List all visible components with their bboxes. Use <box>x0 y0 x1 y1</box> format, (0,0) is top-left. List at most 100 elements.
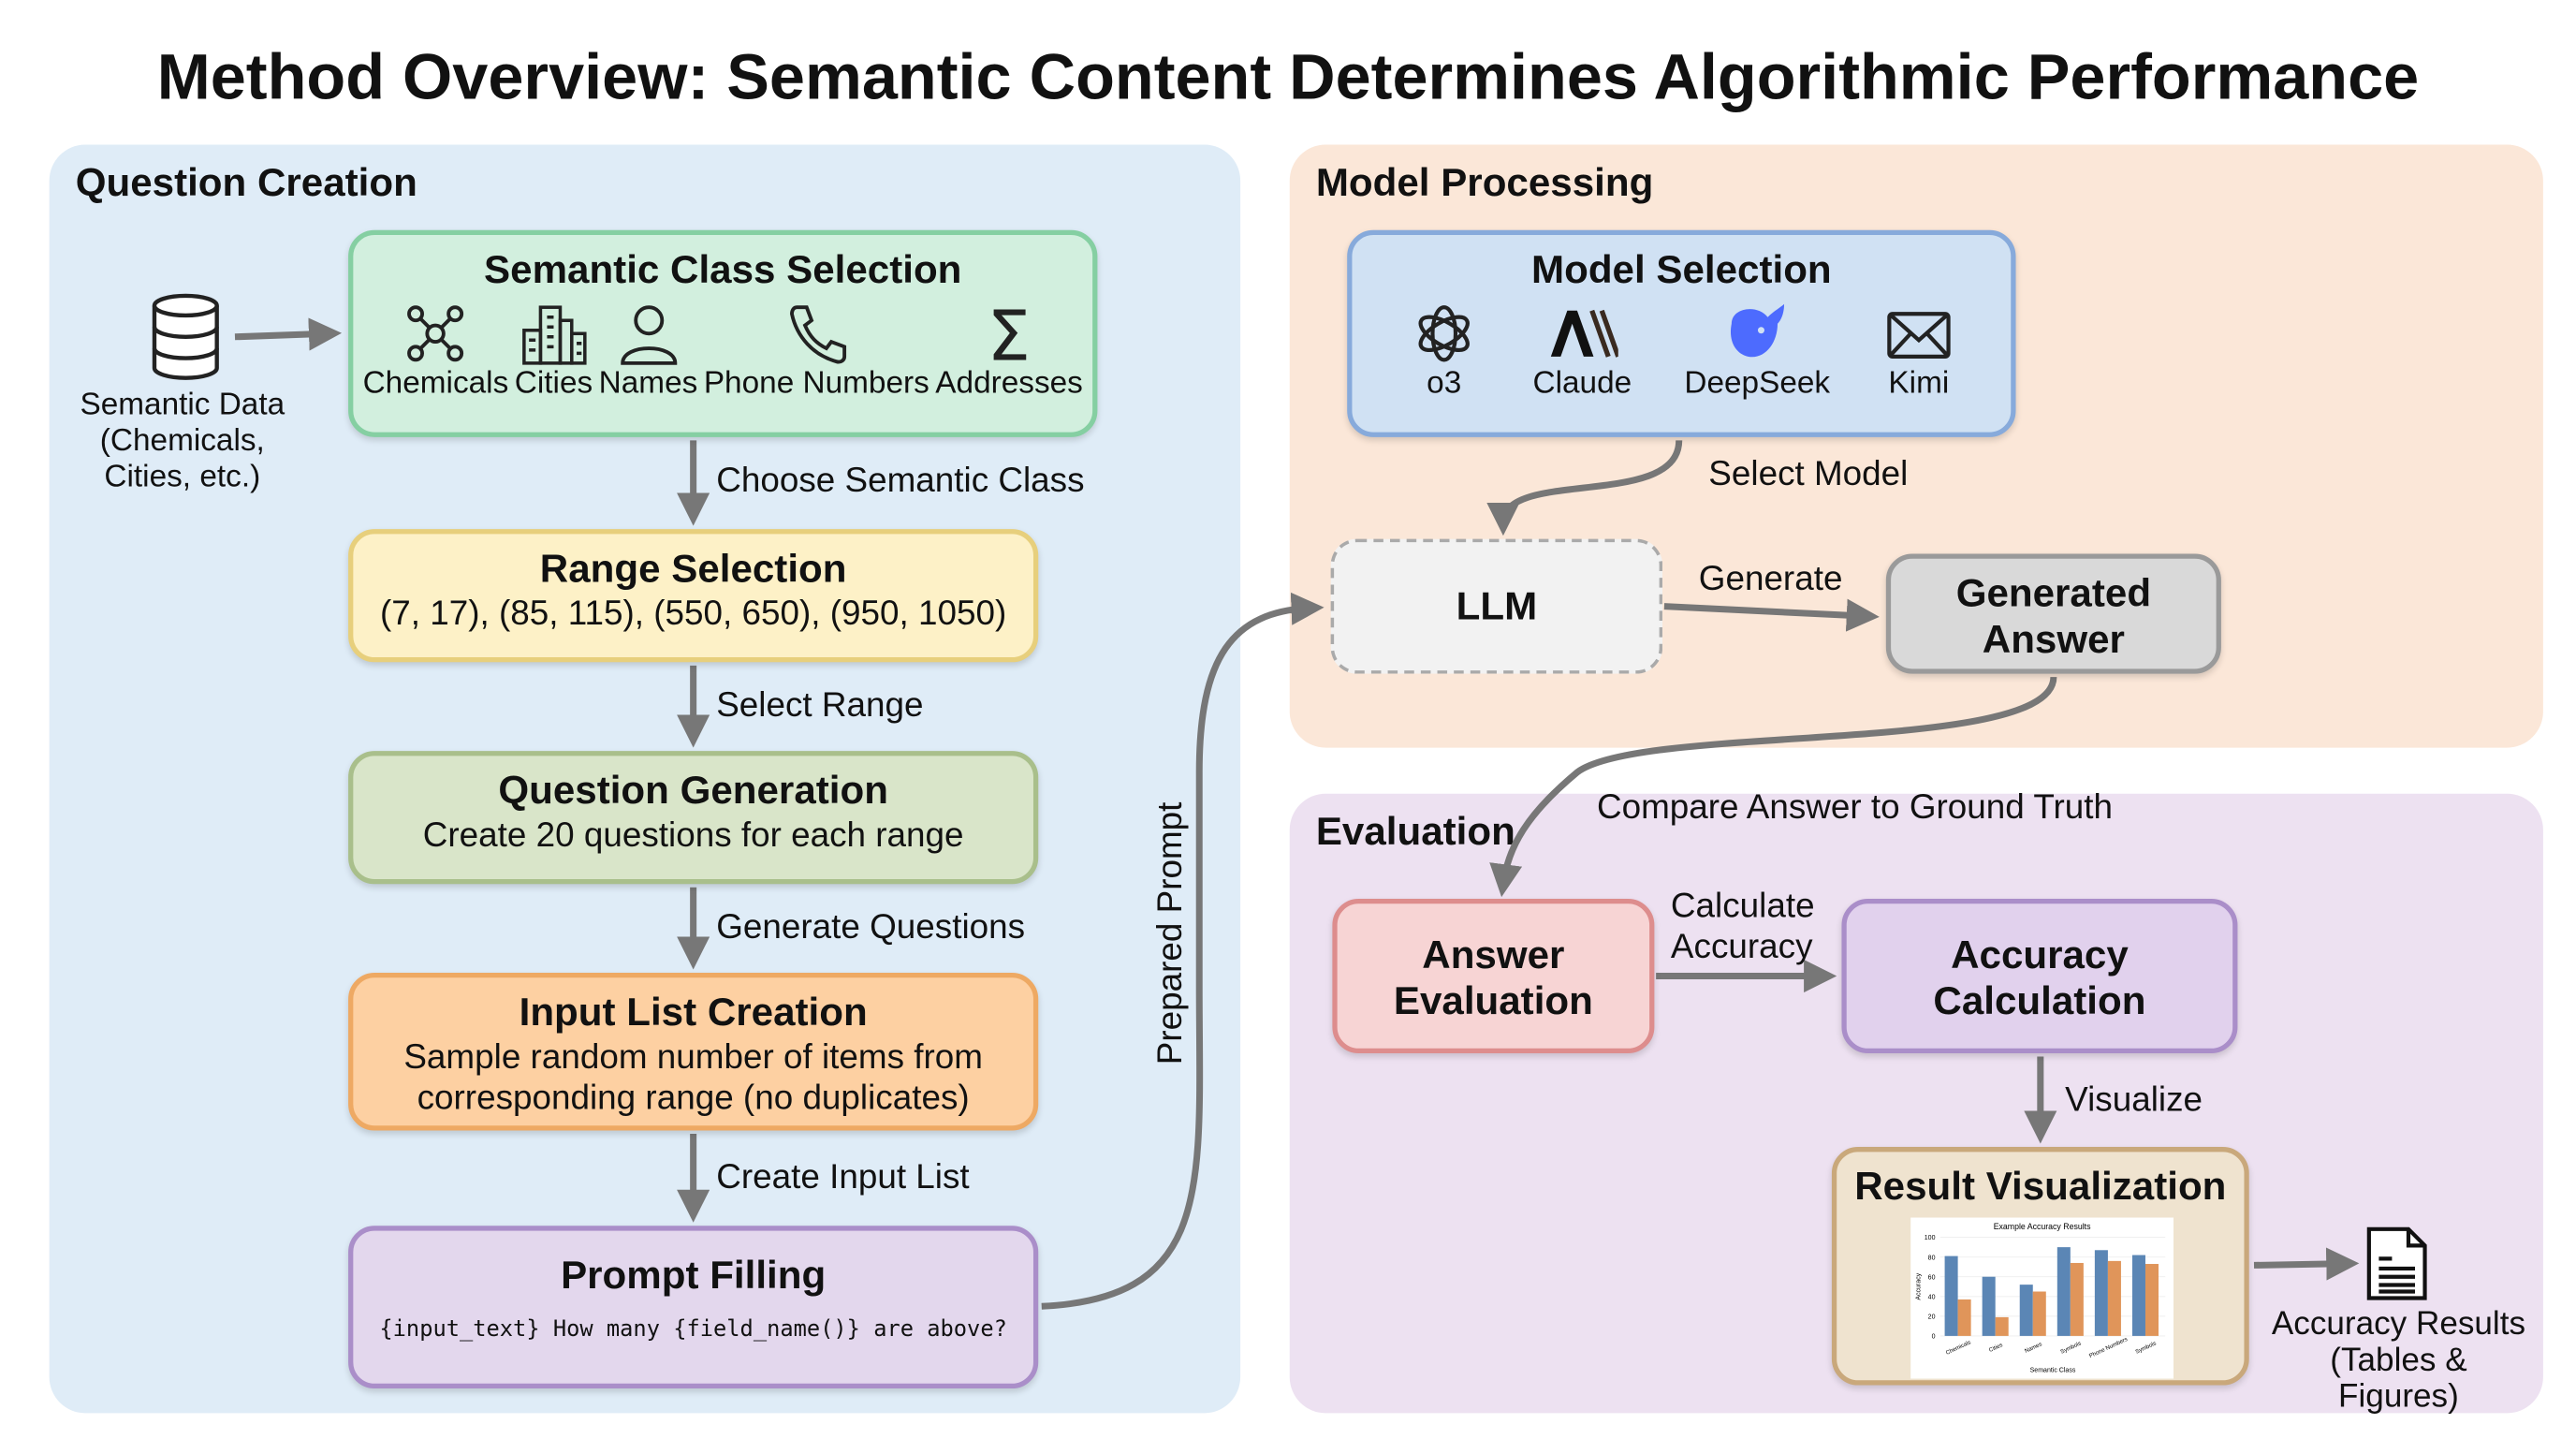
bar <box>1944 1255 1958 1336</box>
question-generation-box: Question Generation Create 20 questions … <box>348 751 1039 885</box>
box-title: Model Selection <box>1531 248 1832 293</box>
model-deepseek[interactable]: DeepSeek <box>1684 301 1830 401</box>
model-label: o3 <box>1427 366 1462 402</box>
bar <box>2019 1285 2033 1336</box>
document-icon <box>2366 1226 2427 1300</box>
bar <box>2094 1250 2108 1336</box>
model-o3[interactable]: o3 <box>1408 301 1480 401</box>
model-label: Kimi <box>1888 366 1950 402</box>
bar <box>2070 1262 2084 1336</box>
prompt-filling-box: Prompt Filling {input_text} How many {fi… <box>348 1226 1039 1389</box>
box-text: Create 20 questions for each range <box>422 816 964 855</box>
y-tick-label: 40 <box>1928 1294 1936 1300</box>
box-title: Input List Creation <box>519 991 868 1035</box>
model-selection-box: Model Selection o3 Claude DeepSeek Kimi <box>1347 229 2016 437</box>
bar <box>1995 1316 2009 1336</box>
box-title: Question Generation <box>498 769 888 814</box>
y-tick-label: 80 <box>1928 1255 1936 1261</box>
step-label: Select Range <box>716 686 924 725</box>
model-kimi[interactable]: Kimi <box>1882 301 1954 401</box>
prepared-prompt-label: Prepared Prompt <box>1151 801 1190 1065</box>
anthropic-icon <box>1551 309 1618 358</box>
x-tick-label: Symbols <box>2134 1340 2157 1355</box>
deepseek-whale-icon <box>1730 303 1784 358</box>
item-label: Chemicals <box>362 366 509 402</box>
y-tick-label: 100 <box>1925 1235 1936 1241</box>
bar <box>2107 1260 2121 1336</box>
generated-answer-box: Generated Answer <box>1885 553 2221 674</box>
arrow <box>1486 440 1683 536</box>
y-tick-label: 60 <box>1928 1274 1936 1281</box>
semantic-class-chemicals: Chemicals <box>362 301 509 402</box>
arrow <box>234 317 343 351</box>
semantic-class-phone-numbers: Phone Numbers <box>704 301 929 401</box>
box-title: Result Visualization <box>1854 1165 2227 1210</box>
panel-title: Question Creation <box>75 160 417 206</box>
compare-label: Compare Answer to Ground Truth <box>1596 788 2114 827</box>
box-text: (7, 17), (85, 115), (550, 650), (950, 10… <box>380 595 1007 633</box>
item-label: Addresses <box>935 366 1083 402</box>
x-tick-label: Names <box>2024 1341 2043 1355</box>
arrow <box>1489 676 2057 898</box>
accuracy-calculation-box: Accuracy Calculation <box>1841 899 2238 1054</box>
model-label: DeepSeek <box>1684 366 1831 402</box>
item-label: Names <box>598 366 698 402</box>
model-label: Claude <box>1532 366 1632 402</box>
city-icon <box>522 305 587 365</box>
accuracy-results-label: Accuracy Results (Tables & Figures) <box>2271 1306 2526 1416</box>
bar <box>1982 1276 1996 1336</box>
answer-evaluation-box: Answer Evaluation <box>1332 899 1655 1054</box>
box-title: Answer Evaluation <box>1393 932 1593 1024</box>
page-title: Method Overview: Semantic Content Determ… <box>156 42 2420 114</box>
box-title: LLM <box>1456 584 1538 630</box>
y-axis-label: Accuracy <box>1916 1272 1923 1300</box>
box-title: Generated Answer <box>1955 571 2152 663</box>
item-label: Cities <box>514 366 593 402</box>
chart-title: Example Accuracy Results <box>1994 1222 2091 1231</box>
bar <box>2144 1264 2159 1336</box>
y-tick-label: 0 <box>1932 1334 1936 1341</box>
box-text: Sample random number of items from corre… <box>403 1038 983 1118</box>
person-icon <box>620 305 677 365</box>
semantic-class-cities: Cities <box>515 301 593 401</box>
arrow <box>1663 598 1880 632</box>
panel-title: Evaluation <box>1315 810 1515 855</box>
calculate-accuracy-label: Calculate Accuracy <box>1670 887 1815 966</box>
panel-title: Model Processing <box>1315 160 1654 206</box>
box-title: Prompt Filling <box>561 1254 827 1299</box>
step-label: Generate Questions <box>716 908 1026 947</box>
example-accuracy-chart: Example Accuracy Results020406080100Accu… <box>1910 1217 2174 1379</box>
sigma-icon: Σ <box>988 301 1032 366</box>
database-icon <box>152 293 219 380</box>
phone-icon <box>790 305 847 364</box>
range-selection-box: Range Selection (7, 17), (85, 115), (550… <box>348 529 1039 663</box>
x-tick-label: Cities <box>1988 1342 2004 1354</box>
step-label: Choose Semantic Class <box>716 462 1085 500</box>
x-tick-label: Symbols <box>2059 1340 2082 1355</box>
prompt-template: {input_text} How many {field_name()} are… <box>379 1315 1007 1343</box>
envelope-icon <box>1887 312 1951 359</box>
semantic-class-addresses: Σ Addresses <box>935 301 1083 401</box>
x-axis-label: Semantic Class <box>2030 1368 2076 1374</box>
generate-label: Generate <box>1698 560 1843 598</box>
input-list-creation-box: Input List Creation Sample random number… <box>348 973 1039 1131</box>
x-tick-label: Chemicals <box>1945 1339 1972 1356</box>
arrow <box>2253 1247 2360 1281</box>
bar <box>2056 1247 2071 1336</box>
box-title: Range Selection <box>539 547 847 592</box>
bar <box>2032 1291 2046 1336</box>
arrow <box>1041 592 1325 1310</box>
openai-icon <box>1418 305 1470 362</box>
x-tick-label: Phone Numbers <box>2088 1336 2129 1359</box>
molecule-icon <box>407 305 464 362</box>
semantic-class-selection-box: Semantic Class Selection Chemicals Citie… <box>348 229 1098 437</box>
item-label: Phone Numbers <box>703 366 929 402</box>
bar <box>2131 1255 2145 1336</box>
result-visualization-box: Result Visualization Example Accuracy Re… <box>1831 1147 2249 1386</box>
select-model-label: Select Model <box>1708 455 1909 493</box>
model-claude[interactable]: Claude <box>1533 301 1632 401</box>
svg-text:Σ: Σ <box>988 301 1032 366</box>
visualize-label: Visualize <box>2065 1080 2203 1120</box>
semantic-data-label: Semantic Data (Chemicals, Cities, etc.) <box>80 388 285 495</box>
